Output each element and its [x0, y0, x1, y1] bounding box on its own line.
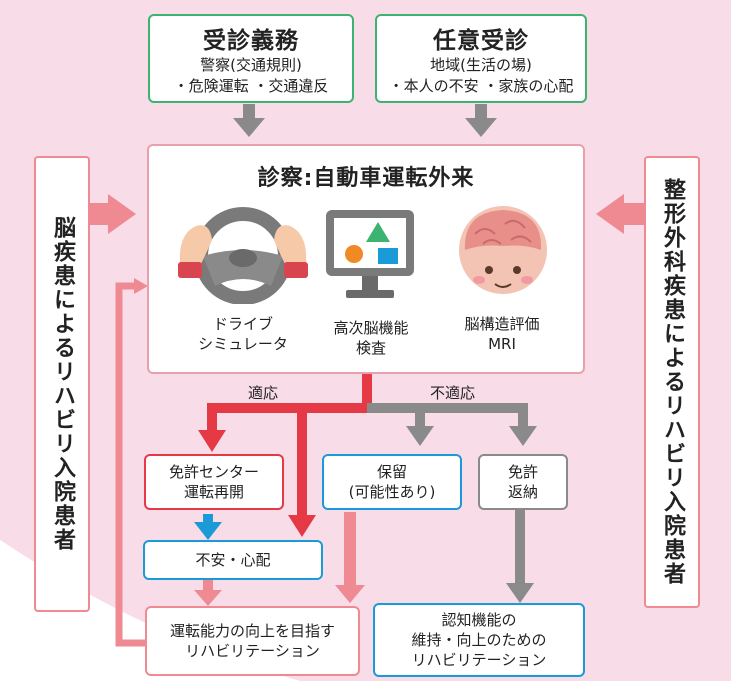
improve-rehab-box: 運転能力の向上を目指す リハビリテーション [145, 606, 360, 676]
return-license-line2: 返納 [507, 483, 538, 501]
monitor-shapes-icon [326, 210, 414, 298]
feedback-loop [115, 282, 146, 647]
pending-line1: 保留 [376, 463, 407, 481]
drive-sim-line1: ドライブ [212, 315, 273, 333]
voluntary-box: 任意受診 地域(生活の場) ・本人の不安 ・家族の心配 [375, 14, 587, 103]
license-center-box: 免許センター 運転再開 [144, 454, 284, 510]
side-arrows [88, 194, 644, 234]
mri-line2: MRI [488, 335, 516, 353]
cognitive-rehab-line1: 認知機能の [441, 611, 517, 629]
blue-arrow [194, 522, 222, 540]
unsuitable-label: 不適応 [430, 384, 476, 402]
steering-wheel-icon [178, 207, 308, 304]
mri-line1: 脳構造評価 [464, 315, 540, 333]
obligation-title: 受診義務 [203, 27, 299, 54]
right-panel-text: 整形外科疾患によるリハビリ入院患者 [660, 178, 685, 586]
obligation-line2: ・危険運転 ・交通違反 [173, 76, 329, 95]
cognitive-test-caption: 高次脳機能 検査 [316, 318, 426, 358]
license-center-line1: 免許センター [168, 463, 259, 481]
voluntary-title: 任意受診 [433, 27, 529, 54]
anxiety-box: 不安・心配 [143, 540, 323, 580]
drive-sim-caption: ドライブ シミュレータ [180, 314, 306, 354]
cognitive-test-line2: 検査 [355, 339, 386, 357]
license-center-line2: 運転再開 [183, 483, 244, 501]
suitable-label: 適応 [248, 384, 279, 402]
right-panel: 整形外科疾患によるリハビリ入院患者 [644, 156, 700, 608]
obligation-line1: 警察(交通規則) [200, 55, 302, 74]
mri-caption: 脳構造評価 MRI [446, 314, 558, 354]
obligation-box: 受診義務 警察(交通規則) ・危険運転 ・交通違反 [148, 14, 354, 103]
pending-box: 保留 (可能性あり) [322, 454, 462, 510]
suitable-branch [207, 374, 372, 518]
cognitive-rehab-box: 認知機能の 維持・向上のための リハビリテーション [373, 603, 585, 677]
drive-sim-line2: シミュレータ [198, 335, 288, 353]
cognitive-rehab-line3: リハビリテーション [411, 651, 547, 669]
rehab-arrows [194, 512, 365, 606]
improve-rehab-line2: リハビリテーション [185, 642, 320, 660]
brain-icon [459, 206, 547, 294]
anxiety-text: 不安・心配 [195, 551, 271, 569]
left-panel-text: 脳疾患によるリハビリ入院患者 [50, 216, 75, 552]
return-license-line1: 免許 [507, 463, 538, 481]
unsuitable-branch [367, 403, 528, 585]
left-panel: 脳疾患によるリハビリ入院患者 [34, 156, 90, 612]
voluntary-line1: 地域(生活の場) [430, 55, 532, 74]
improve-rehab-line1: 運転能力の向上を目指す [169, 622, 335, 640]
top-down-arrows [233, 104, 497, 137]
pending-line2: (可能性あり) [348, 483, 436, 501]
cognitive-test-line1: 高次脳機能 [333, 319, 409, 337]
consultation-title: 診察:自動車運転外来 [257, 166, 475, 191]
return-license-box: 免許 返納 [478, 454, 568, 510]
cognitive-rehab-line2: 維持・向上のための [411, 631, 547, 649]
voluntary-line2: ・本人の不安 ・家族の心配 [388, 76, 574, 95]
